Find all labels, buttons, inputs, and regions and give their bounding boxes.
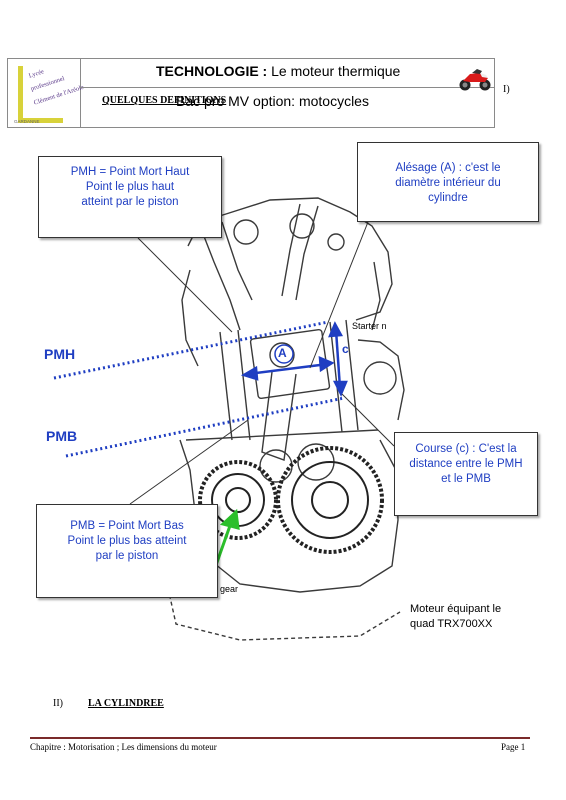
label-pmh: PMH bbox=[44, 346, 76, 362]
callout-pmh: PMH = Point Mort Haut Point le plus haut… bbox=[38, 156, 222, 238]
callout-alesage: Alésage (A) : c'est le diamètre intérieu… bbox=[357, 142, 539, 222]
engine-diagram bbox=[53, 197, 405, 641]
diagram-caption: Moteur équipant le quad TRX700XX bbox=[410, 603, 502, 630]
callout-pmb: PMB = Point Mort Bas Point le plus bas a… bbox=[36, 504, 218, 598]
section-heading-definitions: QUELQUES DEFINITIONS bbox=[102, 95, 227, 106]
section-number-1: I) bbox=[503, 84, 510, 95]
section-number-2: II) bbox=[53, 698, 63, 709]
logo-town: GARDANNE bbox=[14, 119, 40, 124]
bore-arrow bbox=[240, 356, 335, 381]
section-heading-cylindree: LA CYLINDREE bbox=[88, 698, 164, 709]
callout-course: Course (c) : C'est la distance entre le … bbox=[394, 432, 538, 516]
school-logo bbox=[18, 66, 63, 123]
stroke-arrow bbox=[328, 321, 348, 398]
footer-page-number: Page 1 bbox=[501, 742, 526, 752]
pmb-line bbox=[65, 396, 345, 458]
page-title: TECHNOLOGIE : Le moteur thermique bbox=[156, 63, 401, 79]
label-starter: Starter n bbox=[352, 321, 387, 331]
label-bore-a: A bbox=[278, 346, 287, 360]
crank-gear bbox=[276, 446, 384, 554]
footer-divider bbox=[30, 737, 530, 739]
leader-lines bbox=[129, 221, 395, 505]
page-subtitle: Bac pro MV option: motocycles bbox=[176, 93, 369, 109]
label-pmb: PMB bbox=[46, 428, 78, 444]
pmh-line bbox=[53, 320, 329, 380]
header-table: Lycée professionnel Clément de l'Aréole … bbox=[7, 58, 495, 128]
header-divider bbox=[81, 87, 494, 88]
motorcycle-icon bbox=[459, 69, 491, 91]
logo-cell: Lycée professionnel Clément de l'Aréole … bbox=[8, 59, 85, 127]
label-stroke-c: c bbox=[342, 342, 349, 356]
footer-chapter: Chapitre : Motorisation ; Les dimensions… bbox=[30, 742, 217, 752]
